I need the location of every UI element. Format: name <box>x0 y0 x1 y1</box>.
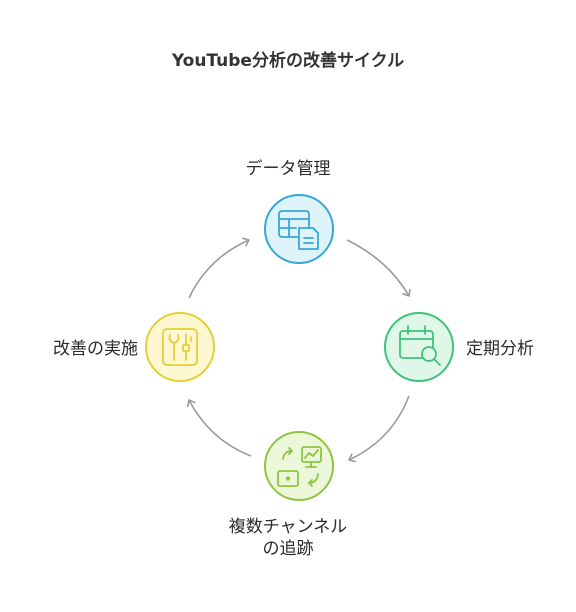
node-data-management <box>264 194 334 264</box>
label-data-management: データ管理 <box>245 159 331 179</box>
arrow-top-to-right <box>346 239 411 297</box>
table-document-icon <box>278 210 319 250</box>
label-periodic-analysis: 定期分析 <box>466 339 534 359</box>
arrow-bottom-to-left <box>186 399 252 457</box>
monitor-transfer-icon <box>277 446 322 487</box>
node-periodic-analysis <box>384 312 454 382</box>
diagram-title: YouTube分析の改善サイクル <box>171 51 405 71</box>
label-improvement-execution: 改善の実施 <box>53 339 138 359</box>
arrow-left-to-top <box>188 237 250 299</box>
calendar-search-icon <box>399 325 441 366</box>
arrow-right-to-bottom <box>348 395 410 463</box>
node-multi-channel-tracking <box>264 431 334 501</box>
node-improvement-execution <box>145 312 215 382</box>
label-multi-channel-tracking: 複数チャンネル の追跡 <box>228 517 348 559</box>
tools-sliders-icon <box>162 328 198 366</box>
